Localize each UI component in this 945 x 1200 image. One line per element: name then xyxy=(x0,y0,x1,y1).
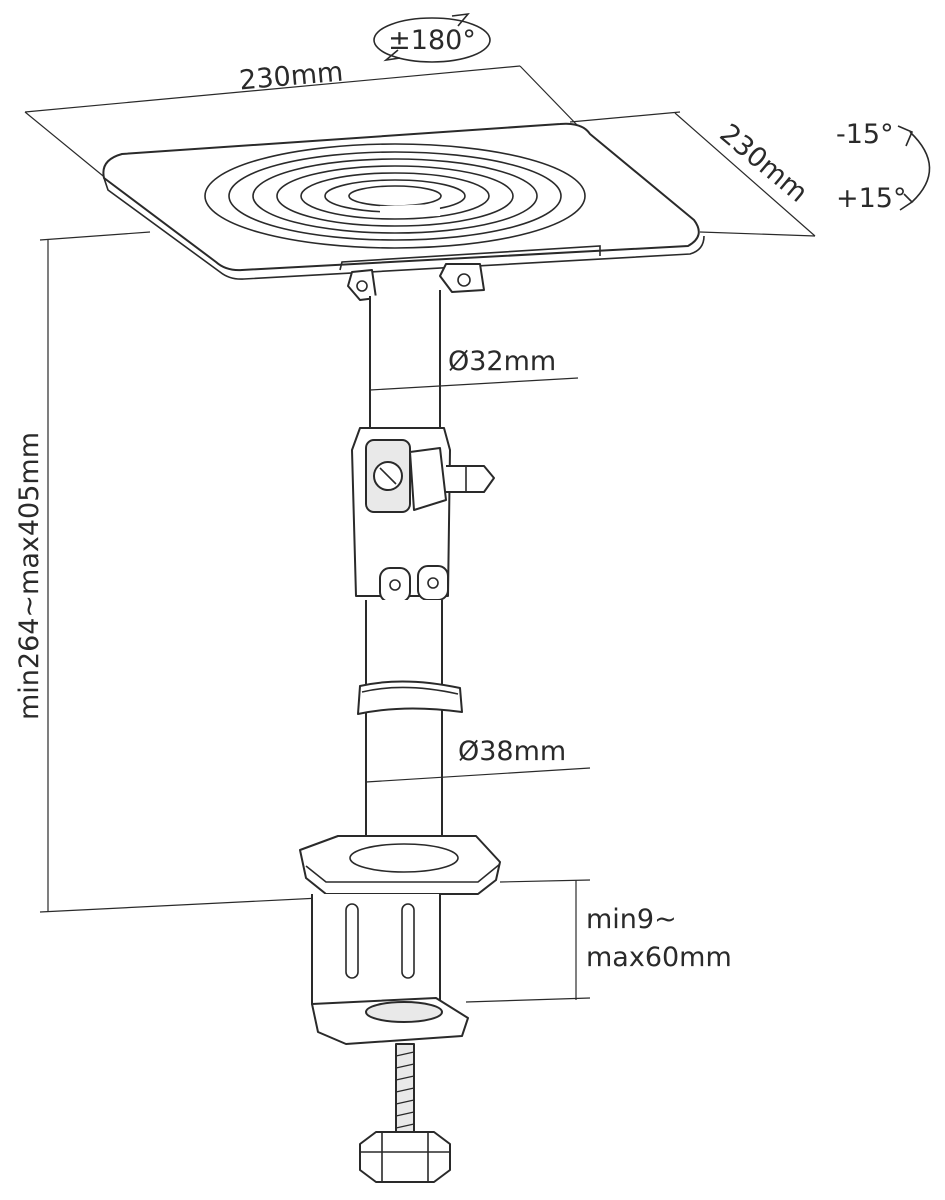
screw-thread xyxy=(395,1051,415,1129)
grip-ring xyxy=(252,158,538,234)
hinge-bolt xyxy=(356,280,368,292)
upper-diameter-callout: Ø32mm xyxy=(369,346,579,391)
height-lock-knob[interactable] xyxy=(379,567,411,603)
width-extension-line xyxy=(519,65,581,129)
width-extension-line xyxy=(24,111,109,181)
width-dimension-line xyxy=(24,65,521,113)
upper-pole-body xyxy=(369,290,441,433)
tilt-arc xyxy=(909,131,931,203)
upper-diameter-label: Ø32mm xyxy=(448,346,556,377)
height-extension-bottom xyxy=(39,897,321,913)
grip-ring xyxy=(276,165,514,227)
pole-base-ring xyxy=(349,843,459,873)
tray-hinge xyxy=(347,263,485,301)
upper-pole xyxy=(369,290,441,433)
tilt-joint xyxy=(351,427,495,603)
tilt-indicator: -15° +15° xyxy=(836,119,931,214)
tray-grip-rings xyxy=(204,143,586,249)
clamp-knob-ridge xyxy=(381,1132,429,1182)
lower-diameter-leader xyxy=(365,767,591,783)
clamp-top-plate-edge xyxy=(305,863,501,883)
tilt-arrow-icon xyxy=(899,193,914,211)
clamp-range-extension-top xyxy=(499,879,591,883)
height-lock-knob[interactable] xyxy=(417,565,449,601)
tray-outline xyxy=(102,122,700,272)
clamp-pad xyxy=(365,1001,443,1023)
grip-ring-gap xyxy=(379,204,441,218)
clamp-range-label-line2: max60mm xyxy=(586,942,732,973)
clamp-slot xyxy=(401,903,415,979)
depth-extension-line xyxy=(569,111,681,123)
rotation-arrow-icon xyxy=(451,12,470,27)
tray-plate xyxy=(102,122,705,280)
tilt-up-label: -15° xyxy=(836,119,894,150)
rotation-label: ±180° xyxy=(388,25,476,56)
depth-dimension-line xyxy=(674,112,816,237)
height-label: min264~max405mm xyxy=(14,432,45,720)
clamp-range-dimension: min9~ max60mm xyxy=(465,879,732,1003)
clamp-knob[interactable] xyxy=(359,1131,451,1183)
rotation-arrow-icon xyxy=(383,49,401,62)
knob-screw xyxy=(389,579,401,591)
rotation-ellipse xyxy=(373,17,491,63)
lower-pole xyxy=(357,600,463,863)
joint-pivot-slot xyxy=(379,467,397,485)
depth-label: 230mm xyxy=(714,118,814,209)
clamp-slot xyxy=(345,903,359,979)
lower-diameter-callout: Ø38mm xyxy=(365,736,591,783)
hinge-bracket-right xyxy=(439,263,485,293)
upper-diameter-leader xyxy=(369,377,579,391)
joint-arm xyxy=(409,447,447,511)
grip-ring xyxy=(228,151,562,241)
cable-clip-edge xyxy=(361,686,459,695)
width-label: 230mm xyxy=(238,57,344,97)
tray-rear-lip xyxy=(339,245,601,271)
desk-clamp xyxy=(299,835,501,1183)
tilt-arrow-icon xyxy=(897,125,914,147)
rotation-indicator: ±180° xyxy=(373,12,491,63)
hinge-bolt xyxy=(457,273,471,287)
height-extension-top xyxy=(39,231,151,241)
knob-screw xyxy=(427,577,439,589)
depth-extension-line xyxy=(699,231,816,237)
hinge-bracket-left xyxy=(347,269,377,301)
cable-clip xyxy=(357,680,463,715)
grip-ring xyxy=(300,172,490,220)
height-dimension: min264~max405mm xyxy=(14,231,321,913)
tilt-down-label: +15° xyxy=(836,183,906,214)
clamp-range-label-line1: min9~ xyxy=(586,904,677,935)
clamp-body xyxy=(311,894,441,1005)
tilt-knob[interactable] xyxy=(446,465,495,493)
tray-edge xyxy=(103,177,705,280)
lower-diameter-label: Ø38mm xyxy=(458,736,566,767)
clamp-range-extension-bottom xyxy=(465,997,591,1003)
lower-pole-body xyxy=(365,600,443,863)
grip-ring xyxy=(204,143,586,249)
